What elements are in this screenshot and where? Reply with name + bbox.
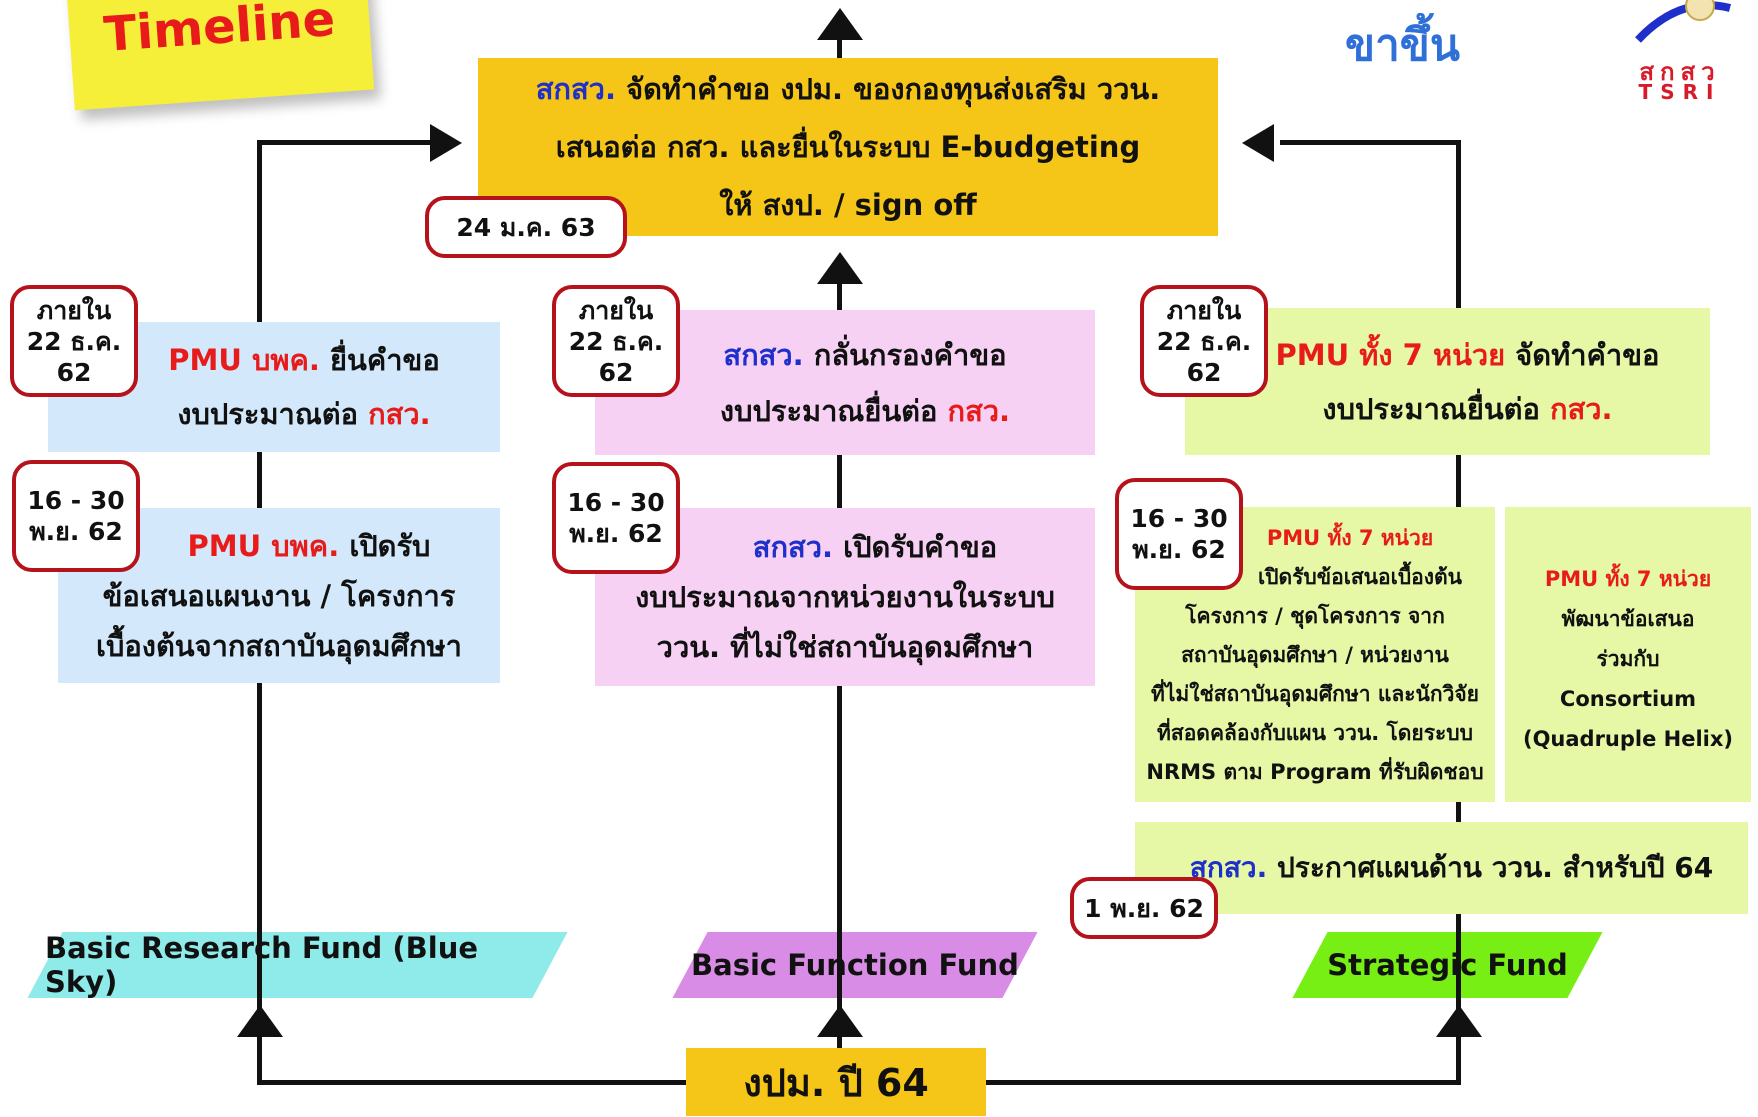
right-step2a-line-3: สถาบันอุดมศึกษา / หน่วยงาน xyxy=(1181,643,1449,667)
basic-function-fund: Basic Function Fund xyxy=(690,932,1020,998)
basic-function-fund-label: Basic Function Fund xyxy=(691,948,1019,982)
right-step2a-line-5: ที่สอดคล้องกับแผน ววน. โดยระบบ xyxy=(1157,721,1473,745)
arrow-up-left-fund-icon xyxy=(237,1005,283,1037)
right-step3-target: กสว. xyxy=(1550,391,1613,426)
left-step2-org: PMU บพค. xyxy=(168,343,320,377)
logo-en-text: TSRI xyxy=(1638,80,1722,104)
middle-step2-date-badge: ภายใน 22 ธ.ค. 62 xyxy=(552,285,680,397)
middle-step2-box: สกสว. กลั่นกรองคำขอ งบประมาณยื่นต่อ กสว. xyxy=(595,310,1095,455)
submission-line-3: ให้ สงป. / sign off xyxy=(719,188,977,222)
right-step1-box: สกสว. ประกาศแผนด้าน ววน. สำหรับปี 64 xyxy=(1135,822,1748,914)
strategic-fund: Strategic Fund xyxy=(1310,932,1585,998)
left-step2-text: ยื่นคำขอ xyxy=(330,343,440,377)
budget-year-box: งปม. ปี 64 xyxy=(686,1048,986,1116)
right-step3-text: จัดทำคำขอ xyxy=(1515,337,1660,372)
middle-step1-text: เปิดรับคำขอ xyxy=(843,530,998,564)
middle-step1-line-1: สกสว. เปิดรับคำขอ xyxy=(693,522,997,572)
arrow-right-left-icon xyxy=(430,124,462,162)
submission-line-2: เสนอต่อ กสว. และยื่นในระบบ E-budgeting xyxy=(555,130,1141,164)
left-step2-target: กสว. xyxy=(368,397,431,431)
right-top-connector xyxy=(1280,140,1460,145)
right-step2b-line-1: พัฒนาข้อเสนอ xyxy=(1561,607,1695,631)
left-step1-line-2: ข้อเสนอแผนงาน / โครงการ xyxy=(102,578,456,613)
middle-step2-org: สกสว. xyxy=(723,337,804,372)
right-step2b-line-4: (Quadruple Helix) xyxy=(1522,727,1734,751)
direction-label: ขาขึ้น xyxy=(1345,20,1460,71)
right-step2-date-text: 16 - 30 พ.ย. 62 xyxy=(1130,504,1228,564)
arrow-up-middle-icon xyxy=(817,252,863,284)
right-step3-date-text: ภายใน 22 ธ.ค. 62 xyxy=(1156,295,1252,387)
left-step1-text: เปิดรับ xyxy=(349,528,431,563)
top-exit-line xyxy=(837,28,842,63)
timeline-sticky-note: Timeline xyxy=(65,0,375,111)
middle-step1-line-3: ววน. ที่ไม่ใช่สถาบันอุดมศึกษา xyxy=(656,630,1034,664)
submission-date-text: 24 ม.ค. 63 xyxy=(456,212,596,242)
right-step2-date-badge: 16 - 30 พ.ย. 62 xyxy=(1115,478,1243,590)
right-step3-date-badge: ภายใน 22 ธ.ค. 62 xyxy=(1140,285,1268,397)
basic-research-fund-label: Basic Research Fund (Blue Sky) xyxy=(45,931,479,999)
right-step1-text: ประกาศแผนด้าน ววน. สำหรับปี 64 xyxy=(1277,851,1714,884)
middle-step1-org: สกสว. xyxy=(752,530,834,564)
strategic-fund-label: Strategic Fund xyxy=(1327,948,1568,982)
left-step2-line-2-text: งบประมาณต่อ xyxy=(177,397,358,431)
left-step1-date-badge: 16 - 30 พ.ย. 62 xyxy=(12,460,140,572)
right-step3-line-1: PMU ทั้ง 7 หน่วย จัดทำคำขอ xyxy=(1276,328,1660,382)
middle-step2-date-text: ภายใน 22 ธ.ค. 62 xyxy=(568,295,664,387)
right-step2a-line-2: โครงการ / ชุดโครงการ จาก xyxy=(1185,604,1445,628)
timeline-label: Timeline xyxy=(102,0,337,64)
submission-org: สกสว. xyxy=(535,72,616,106)
middle-step2-line-2: งบประมาณยื่นต่อ กสว. xyxy=(720,383,1010,439)
left-top-connector xyxy=(257,140,432,145)
left-step2-line-2: งบประมาณต่อ กสว. xyxy=(177,387,430,441)
right-step2b-box: PMU ทั้ง 7 หน่วย พัฒนาข้อเสนอ ร่วมกับ Co… xyxy=(1505,507,1751,802)
left-step1-org: PMU บพค. xyxy=(187,528,340,563)
submission-date-badge: 24 ม.ค. 63 xyxy=(425,196,627,258)
middle-step1-line-2: งบประมาณจากหน่วยงานในระบบ xyxy=(635,580,1055,614)
tsri-logo: สกสว TSRI xyxy=(1620,0,1740,110)
right-step3-org: PMU ทั้ง 7 หน่วย xyxy=(1275,337,1506,372)
logo-thai-text: สกสว xyxy=(1639,58,1721,86)
submission-line-1: สกสว. จัดทำคำขอ งปม. ของกองทุนส่งเสริม ว… xyxy=(536,60,1161,118)
left-step1-line-3: เบื้องต้นจากสถาบันอุดมศึกษา xyxy=(96,628,462,663)
arrow-up-top-icon xyxy=(817,8,863,40)
right-step2a-line-1: เปิดรับข้อเสนอเบื้องต้น xyxy=(1257,565,1463,589)
left-step2-date-text: ภายใน 22 ธ.ค. 62 xyxy=(26,295,122,387)
middle-step2-line-1: สกสว. กลั่นกรองคำขอ xyxy=(723,327,1006,383)
middle-step1-date-badge: 16 - 30 พ.ย. 62 xyxy=(552,462,680,574)
budget-year-label: งปม. ปี 64 xyxy=(743,1060,929,1105)
middle-step2-text: กลั่นกรองคำขอ xyxy=(813,337,1007,372)
arrow-up-right-fund-icon xyxy=(1436,1005,1482,1037)
right-step3-box: PMU ทั้ง 7 หน่วย จัดทำคำขอ งบประมาณยื่นต… xyxy=(1185,308,1710,455)
left-step1-date-text: 16 - 30 พ.ย. 62 xyxy=(27,486,125,546)
left-step2-line-1: PMU บพค. ยื่นคำขอ xyxy=(168,333,440,387)
middle-step2-target: กสว. xyxy=(947,393,1011,428)
middle-step1-date-text: 16 - 30 พ.ย. 62 xyxy=(567,488,665,548)
arrow-up-middle-fund-icon xyxy=(817,1005,863,1037)
submission-line-1-text: จัดทำคำขอ งปม. ของกองทุนส่งเสริม ววน. xyxy=(626,72,1161,106)
right-step2a-line-6: NRMS ตาม Program ที่รับผิดชอบ xyxy=(1146,760,1484,784)
left-step2-date-badge: ภายใน 22 ธ.ค. 62 xyxy=(10,285,138,397)
right-step2a-line-4: ที่ไม่ใช่สถาบันอุดมศึกษา และนักวิจัย xyxy=(1150,682,1479,706)
arrow-left-right-icon xyxy=(1242,124,1274,162)
left-step1-line-1: PMU บพค. เปิดรับ xyxy=(128,521,431,571)
right-step2b-org: PMU ทั้ง 7 หน่วย xyxy=(1544,567,1712,591)
logo-emblem-icon xyxy=(1635,0,1732,43)
right-step1-date-text: 1 พ.ย. 62 xyxy=(1084,893,1204,923)
right-step2b-line-3: Consortium xyxy=(1559,687,1697,711)
right-step3-line-2-text: งบประมาณยื่นต่อ xyxy=(1322,391,1540,426)
right-step1-line: สกสว. ประกาศแผนด้าน ววน. สำหรับปี 64 xyxy=(1190,846,1713,890)
right-step1-date-badge: 1 พ.ย. 62 xyxy=(1070,877,1218,939)
right-step2b-line-2: ร่วมกับ xyxy=(1596,647,1660,671)
basic-research-fund: Basic Research Fund (Blue Sky) xyxy=(45,931,550,999)
right-step3-line-2: งบประมาณยื่นต่อ กสว. xyxy=(1322,382,1612,436)
right-step2a-org: PMU ทั้ง 7 หน่วย xyxy=(1266,526,1434,550)
middle-step2-line-2-text: งบประมาณยื่นต่อ xyxy=(719,393,938,428)
